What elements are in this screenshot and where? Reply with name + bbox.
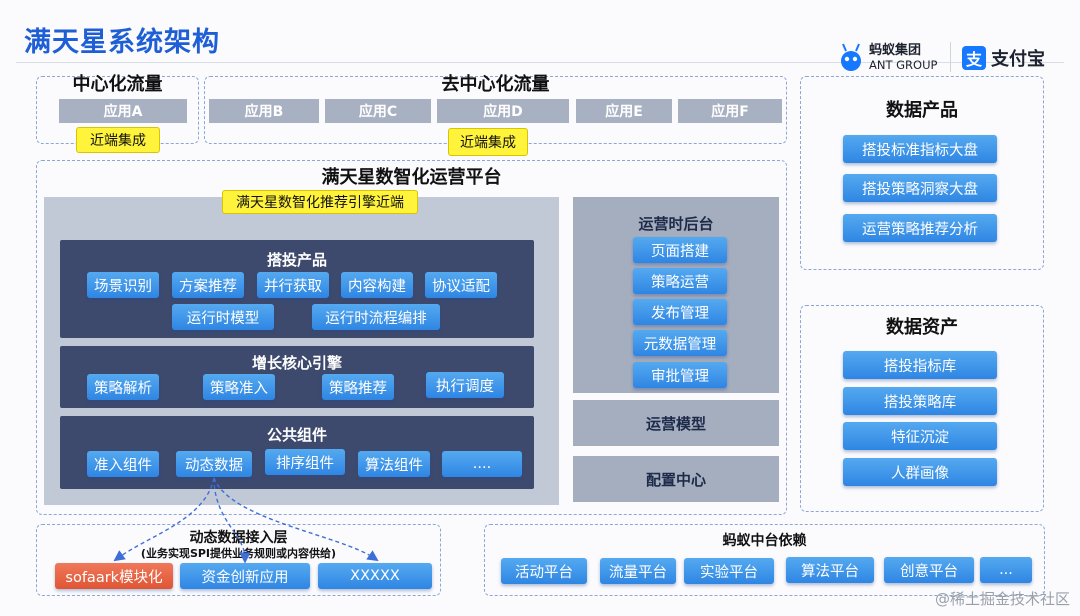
growth-item-1: 策略解析 — [87, 374, 159, 400]
ant-platform-item-2: 流量平台 — [600, 558, 676, 584]
product-item-5: 协议适配 — [425, 272, 497, 298]
app-f-tag: 应用F — [678, 99, 782, 123]
growth-item-4: 执行调度 — [426, 372, 504, 398]
decentral-traffic-title: 去中心化流量 — [441, 74, 550, 95]
common-title: 公共组件 — [266, 426, 327, 444]
product-item-7: 运行时流程编排 — [312, 304, 440, 330]
product-item-3: 并行获取 — [257, 272, 329, 298]
data-asset-item-4: 人群画像 — [843, 458, 997, 486]
data-products-box — [800, 76, 1044, 270]
xxxxx-tag: XXXXX — [318, 563, 432, 589]
ops-item-3: 发布管理 — [633, 299, 727, 325]
dynamic-layer-box — [36, 524, 441, 596]
data-assets-title: 数据资产 — [886, 317, 958, 338]
logo-divider — [950, 42, 951, 72]
arrow-to-xxxxx — [213, 477, 379, 562]
app-d-tag: 应用D — [437, 99, 569, 123]
alipay-logo: 支 支付宝 — [962, 42, 1045, 74]
ops-item-2: 策略运营 — [633, 268, 727, 294]
ant-platform-box — [484, 524, 1045, 596]
data-asset-item-1: 搭投指标库 — [843, 351, 997, 379]
title-divider — [16, 62, 1064, 63]
common-item-3: 排序组件 — [265, 449, 345, 475]
data-asset-item-3: 特征沉淀 — [843, 422, 997, 450]
platform-title: 满天星数智化运营平台 — [321, 167, 502, 188]
ops-item-1: 页面搭建 — [633, 237, 727, 263]
common-item-5: .... — [442, 451, 522, 477]
ant-group-en: ANT GROUP — [869, 58, 938, 72]
decentral-integration-tag: 近端集成 — [448, 128, 528, 156]
dynamic-layer-subtitle: (业务实现SPI提供业务规则或内容供给) — [140, 547, 337, 560]
arrow-to-fund — [213, 477, 251, 564]
ant-icon — [841, 43, 861, 71]
ops-backend-title: 运营时后台 — [638, 215, 714, 233]
data-product-item-1: 搭投标准指标大盘 — [843, 135, 997, 163]
product-item-6: 运行时模型 — [172, 304, 274, 330]
common-item-2: 动态数据 — [176, 451, 252, 477]
alipay-text: 支付宝 — [991, 49, 1045, 70]
app-e-tag: 应用E — [576, 99, 672, 123]
alipay-icon: 支 — [962, 46, 986, 70]
product-title: 搭投产品 — [266, 251, 327, 269]
app-c-tag: 应用C — [325, 99, 431, 123]
common-item-4: 算法组件 — [358, 451, 430, 477]
ant-platform-item-4: 算法平台 — [786, 557, 874, 583]
ant-group-cn: 蚂蚁集团 — [869, 43, 922, 58]
ops-item-5: 审批管理 — [633, 362, 727, 388]
ops-item-4: 元数据管理 — [633, 330, 727, 356]
watermark: @稀土掘金技术社区 — [934, 590, 1070, 608]
data-asset-item-2: 搭投策略库 — [843, 387, 997, 415]
ant-platform-item-5: 创意平台 — [884, 557, 974, 583]
ant-platform-item-3: 实验平台 — [684, 558, 774, 584]
ant-platform-item-6: ... — [980, 557, 1032, 583]
sofaark-module-tag: sofaark模块化 — [55, 563, 173, 589]
engine-near-end-tag: 满天星数智化推荐引擎近端 — [222, 190, 418, 214]
fund-innovation-tag: 资金创新应用 — [180, 563, 310, 589]
data-product-item-3: 运营策略推荐分析 — [843, 214, 997, 242]
central-traffic-title: 中心化流量 — [72, 74, 163, 95]
page-title: 满天星系统架构 — [24, 27, 220, 58]
product-item-4: 内容构建 — [341, 272, 413, 298]
growth-item-3: 策略推荐 — [322, 374, 394, 400]
app-b-tag: 应用B — [209, 99, 319, 123]
data-products-title: 数据产品 — [886, 100, 958, 121]
growth-item-2: 策略准入 — [203, 374, 275, 400]
config-center-panel: 配置中心 — [573, 456, 779, 502]
product-item-1: 场景识别 — [87, 272, 159, 298]
common-item-1: 准入组件 — [87, 451, 159, 477]
arrow-to-sofaark — [113, 477, 215, 562]
ant-platform-item-1: 活动平台 — [501, 558, 587, 584]
ant-group-logo: 蚂蚁集团 ANT GROUP — [838, 40, 937, 76]
app-a-tag: 应用A — [59, 99, 187, 123]
product-item-2: 方案推荐 — [172, 272, 244, 298]
ant-platform-title: 蚂蚁中台依赖 — [722, 533, 807, 549]
data-assets-box — [800, 305, 1044, 512]
data-product-item-2: 搭投策略洞察大盘 — [843, 174, 997, 202]
central-integration-tag: 近端集成 — [76, 127, 160, 153]
ops-model-panel: 运营模型 — [573, 400, 779, 446]
platform-box — [36, 160, 787, 515]
growth-title: 增长核心引擎 — [251, 354, 342, 372]
ops-backend-panel — [573, 197, 779, 393]
